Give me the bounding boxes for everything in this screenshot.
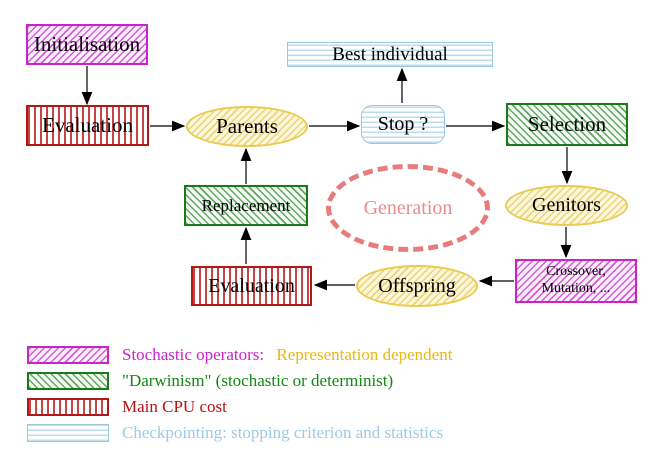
legend-label: Stochastic operators: Representation dep… (122, 345, 452, 365)
node-genitors-label: Genitors (532, 194, 601, 216)
node-parents: Parents (186, 106, 308, 147)
node-evaluation-top-label: Evaluation (42, 113, 133, 137)
node-generation-label: Generation (363, 196, 453, 219)
node-crossover-label: Crossover, (546, 264, 606, 280)
node-stop-label: Stop ? (377, 113, 429, 135)
node-evaluation-bottom-label: Evaluation (208, 274, 295, 297)
node-selection-label: Selection (527, 112, 607, 136)
node-stop: Stop ? (361, 105, 445, 144)
node-best-individual: Best individual (287, 42, 493, 67)
legend-swatch-magenta-hatch (27, 346, 109, 364)
node-crossover-mutation: Crossover, Mutation, ... (515, 259, 637, 303)
node-offspring-label: Offspring (378, 274, 456, 297)
legend-label: "Darwinism" (stochastic or determinist) (122, 371, 393, 391)
legend-row-checkpointing: Checkpointing: stopping criterion and st… (27, 423, 443, 443)
node-replacement-label: Replacement (201, 195, 291, 215)
node-evaluation-top: Evaluation (26, 105, 149, 146)
legend-label: Main CPU cost (122, 397, 227, 417)
node-initialisation-label: Initialisation (33, 32, 141, 56)
legend-representation-dependent-text: Representation dependent (276, 345, 453, 364)
legend-row-main-cpu-cost: Main CPU cost (27, 397, 227, 417)
legend-swatch-red-stripes (27, 398, 109, 416)
legend-checkpointing-text: Checkpointing: stopping criterion and st… (122, 423, 444, 442)
legend-label: Checkpointing: stopping criterion and st… (122, 423, 443, 443)
node-offspring: Offspring (356, 265, 478, 307)
node-generation-loop: Generation (326, 164, 490, 252)
legend-swatch-cyan-stripes (27, 424, 109, 442)
legend-stochastic-operators-text: Stochastic operators: (122, 345, 265, 364)
node-evaluation-bottom: Evaluation (191, 266, 312, 306)
node-parents-label: Parents (216, 114, 278, 138)
legend-darwinism-text: "Darwinism" (stochastic or determinist) (122, 371, 394, 390)
node-mutation-label: Mutation, ... (541, 281, 611, 296)
legend-main-cpu-cost-text: Main CPU cost (122, 397, 227, 416)
legend-row-stochastic-operators: Stochastic operators: Representation dep… (27, 345, 452, 365)
node-selection: Selection (506, 103, 628, 146)
legend-swatch-green-hatch (27, 372, 109, 390)
node-replacement: Replacement (184, 185, 308, 226)
legend-row-darwinism: "Darwinism" (stochastic or determinist) (27, 371, 393, 391)
node-initialisation: Initialisation (26, 24, 148, 65)
node-genitors: Genitors (505, 185, 628, 226)
node-best-individual-label: Best individual (332, 43, 448, 65)
